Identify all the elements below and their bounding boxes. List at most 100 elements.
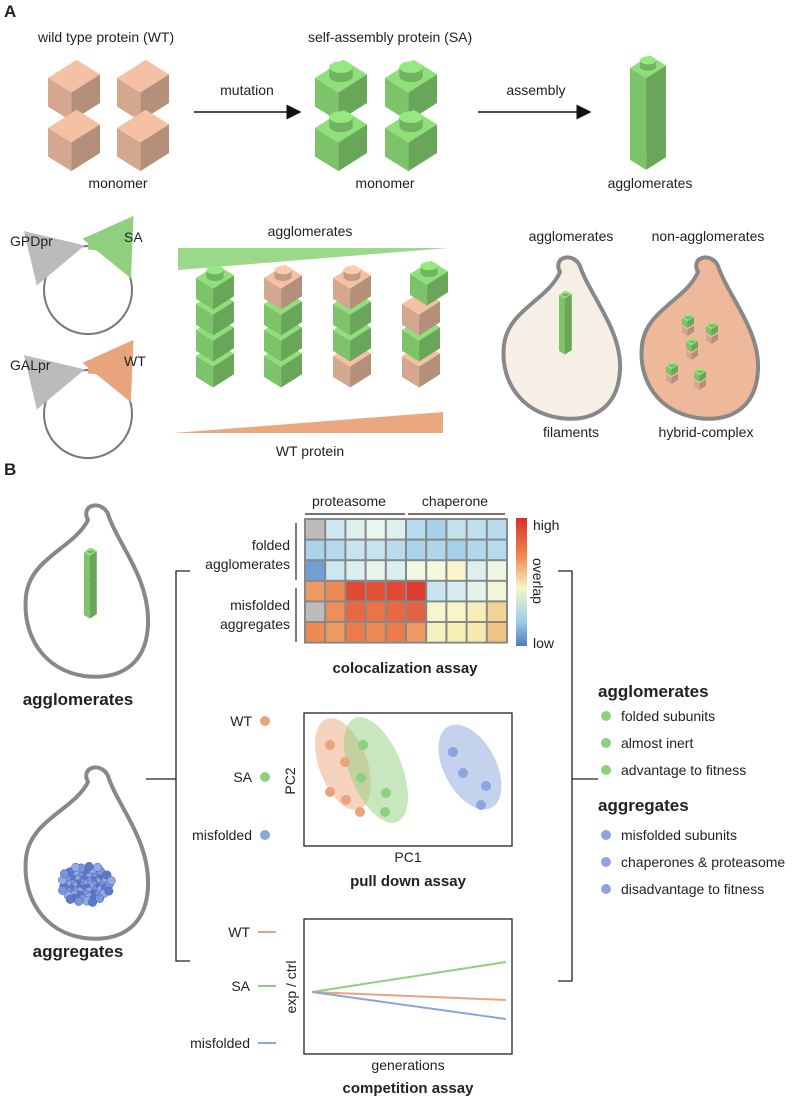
pca-point bbox=[341, 795, 351, 805]
heatmap-cell bbox=[366, 520, 385, 539]
pca-point bbox=[356, 773, 366, 783]
heatmap-cell bbox=[447, 561, 466, 580]
heatmap-cell bbox=[487, 581, 506, 601]
summary-agglomerates-heading: agglomerates bbox=[598, 682, 709, 701]
heatmap-cell bbox=[346, 602, 365, 621]
competition-misfolded-line bbox=[311, 991, 507, 1020]
heatmap-cell bbox=[447, 602, 466, 621]
comp-legend-misfolded: misfolded bbox=[190, 1035, 250, 1051]
heatmap-cell bbox=[467, 540, 486, 560]
summary-bullet bbox=[601, 765, 611, 775]
gpdpr-label: GPDpr bbox=[10, 233, 53, 249]
pca-point bbox=[381, 788, 391, 798]
hybrid-subunit bbox=[410, 260, 448, 306]
plasmid-gal-wt bbox=[23, 339, 134, 459]
heatmap-cell bbox=[407, 520, 426, 539]
heatmap-cell bbox=[427, 540, 446, 560]
heatmap-cell bbox=[306, 581, 325, 601]
pca-point bbox=[458, 768, 468, 778]
heatmap-cell bbox=[346, 520, 365, 539]
sa-monomer-blocks bbox=[315, 59, 437, 172]
heatmap-cell bbox=[346, 561, 365, 580]
heatmap-cell bbox=[366, 623, 385, 642]
cell-agglomerates-label: agglomerates bbox=[529, 228, 614, 244]
yeast-cell-agglomerates bbox=[23, 503, 151, 679]
heatmap-cell bbox=[487, 561, 506, 580]
comp-legend-wt: WT bbox=[228, 924, 250, 940]
sa-title: self-assembly protein (SA) bbox=[308, 29, 472, 45]
pca-points bbox=[325, 740, 491, 817]
pca-xlabel: PC1 bbox=[394, 849, 421, 865]
heatmap-row-misfolded: misfolded bbox=[230, 597, 290, 613]
heatmap-cell bbox=[386, 623, 405, 642]
heatmap-cell bbox=[427, 520, 446, 539]
yeast-cell-hybrid bbox=[639, 255, 761, 421]
plasmid-gpd-sa bbox=[23, 215, 134, 335]
hybrid-complex-label: hybrid-complex bbox=[659, 424, 754, 440]
left-bracket bbox=[146, 570, 190, 962]
wt-monomer-block bbox=[48, 109, 100, 172]
heatmap-group-chaperone: chaperone bbox=[422, 493, 488, 509]
hybrid-subunit bbox=[264, 264, 302, 310]
colocalization-title: colocalization assay bbox=[332, 660, 478, 677]
heatmap-cell bbox=[386, 561, 405, 580]
heatmap-cell bbox=[346, 623, 365, 642]
wt-title: wild type protein (WT) bbox=[37, 29, 174, 45]
heatmap-cell bbox=[386, 602, 405, 621]
wt-protein-label: WT protein bbox=[276, 443, 344, 459]
heatmap-cell bbox=[427, 602, 446, 621]
heatmap-cell bbox=[366, 561, 385, 580]
summary-item: advantage to fitness bbox=[621, 762, 746, 778]
heatmap-cell bbox=[427, 561, 446, 580]
heatmap-cell bbox=[326, 602, 345, 621]
pull-down-title: pull down assay bbox=[350, 873, 467, 890]
heatmap-cell bbox=[467, 623, 486, 642]
heatmap-cell bbox=[467, 602, 486, 621]
pca-legend-wt-dot bbox=[260, 716, 270, 726]
heatmap-cell bbox=[366, 602, 385, 621]
wt-plasmid-label: WT bbox=[124, 353, 146, 369]
assembly-label: assembly bbox=[506, 82, 565, 98]
competition-ylabel: exp / ctrl bbox=[283, 961, 299, 1014]
heatmap-cell bbox=[386, 581, 405, 601]
heatmap-cell bbox=[407, 561, 426, 580]
heatmap-row-aggregates: aggregates bbox=[220, 616, 290, 632]
heatmap-scale-low: low bbox=[533, 635, 555, 651]
filament-subunit bbox=[559, 290, 572, 306]
pca-point bbox=[476, 800, 486, 810]
hybrid-complex-subunit bbox=[706, 321, 718, 336]
heatmap-row-agglomerates: agglomerates bbox=[205, 556, 290, 572]
heatmap-cell bbox=[407, 623, 426, 642]
pca-point bbox=[325, 787, 335, 797]
pca-legend-sa-dot bbox=[260, 772, 270, 782]
hybrid-subunit bbox=[333, 264, 371, 310]
cell-nonagglomerates-label: non-agglomerates bbox=[652, 228, 765, 244]
hybrid-complex-subunit bbox=[686, 337, 698, 352]
hybrid-stacks bbox=[196, 260, 448, 388]
heatmap-cell bbox=[306, 561, 325, 580]
heatmap-cell bbox=[386, 520, 405, 539]
heatmap-cell bbox=[346, 540, 365, 560]
summary-bullet bbox=[601, 830, 611, 840]
comp-legend-sa: SA bbox=[231, 978, 250, 994]
heatmap-cell bbox=[447, 581, 466, 601]
heatmap-cell bbox=[487, 520, 506, 539]
wt-monomer-block bbox=[117, 59, 169, 122]
summary-item: chaperones & proteasome bbox=[621, 854, 785, 870]
competition-sa-line bbox=[311, 961, 507, 993]
competition-title: competition assay bbox=[343, 1080, 475, 1097]
heatmap-cell bbox=[407, 540, 426, 560]
heatmap-cell bbox=[306, 602, 325, 621]
pca-point bbox=[340, 757, 350, 767]
sa-monomer-block bbox=[315, 59, 367, 122]
heatmap-cell bbox=[447, 540, 466, 560]
yeast-cell-aggregates bbox=[23, 765, 151, 941]
heatmap-cell bbox=[487, 623, 506, 642]
heatmap-cell bbox=[366, 540, 385, 560]
filament-subunit bbox=[84, 547, 97, 563]
sa-monomer-block bbox=[385, 109, 437, 172]
heatmap-cell bbox=[407, 581, 426, 601]
pca-point bbox=[448, 747, 458, 757]
